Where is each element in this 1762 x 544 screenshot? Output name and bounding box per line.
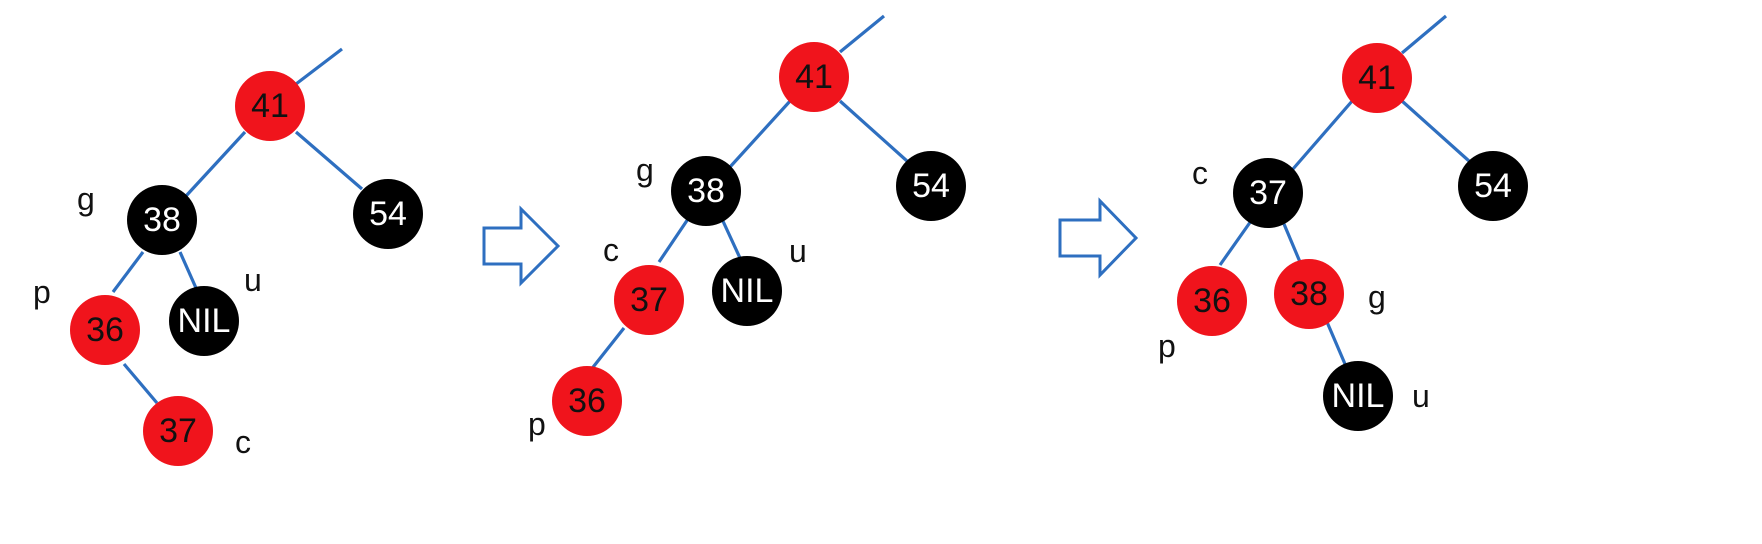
tree-2-node-36-label: 36: [568, 382, 606, 420]
tree-3-node-nil-circle: [1323, 361, 1393, 431]
tree-3-edge-41-54: [1400, 99, 1471, 163]
tree-1-node-36-label: 36: [86, 311, 124, 349]
tree-1-edge-38-36: [111, 251, 145, 293]
transition-arrow-1: [482, 205, 561, 287]
tree-3-node-54-circle: [1458, 151, 1528, 221]
tree-3-node-37: 37: [1233, 158, 1303, 228]
transition-arrow-2: [1058, 197, 1139, 279]
tree-2-edge-root-parent: [838, 14, 886, 54]
tree-1-node-38-circle: [127, 185, 197, 255]
tree-3-node-54-label: 54: [1474, 167, 1512, 205]
tree-2-edge-41-38: [728, 98, 793, 169]
tree-3-edge-38-nil: [1325, 321, 1347, 365]
tree-2-node-nil-circle: [712, 256, 782, 326]
tree-3-node-38: 38: [1274, 259, 1344, 329]
tree-1-edge-41-54: [294, 130, 364, 191]
tree-2-node-37-circle: [614, 265, 684, 335]
tree-3-edge-root-parent: [1400, 14, 1448, 55]
tree-2: 41 38 54 37 NIL 36 g c u p: [528, 14, 966, 442]
tree-3-node-41-label: 41: [1358, 59, 1396, 97]
tree-1-edge-root-parent: [295, 47, 343, 86]
tree-1-node-41-label: 41: [251, 87, 289, 125]
tree-3-tag-g: g: [1368, 279, 1386, 315]
tree-2-node-54-label: 54: [912, 167, 950, 205]
tree-3-edge-41-37: [1291, 98, 1355, 171]
tree-1-edge-41-38: [184, 130, 247, 198]
tree-2-node-37-label: 37: [630, 281, 668, 319]
tree-2-node-38-label: 38: [687, 172, 725, 210]
tree-3-node-38-circle: [1274, 259, 1344, 329]
tree-1-node-37-label: 37: [159, 412, 197, 450]
tree-3: 41 37 54 36 38 NIL c p g u: [1158, 14, 1528, 431]
tree-1-tag-p: p: [33, 274, 51, 310]
tree-3-node-nil: NIL: [1323, 361, 1393, 431]
tree-2-node-54: 54: [896, 151, 966, 221]
tree-3-node-54: 54: [1458, 151, 1528, 221]
tree-2-node-37: 37: [614, 265, 684, 335]
tree-3-node-nil-label: NIL: [1332, 377, 1385, 415]
tree-1-edge-38-nil: [178, 251, 198, 289]
tree-3-node-37-label: 37: [1249, 174, 1287, 212]
tree-2-node-41-circle: [779, 42, 849, 112]
tree-2-edge-38-nil: [720, 218, 742, 259]
tree-3-node-41-circle: [1342, 43, 1412, 113]
tree-1-edge-36-37: [122, 362, 159, 405]
tree-2-tag-u: u: [789, 233, 807, 269]
tree-1-node-nil: NIL: [169, 286, 239, 356]
tree-2-edge-41-54: [838, 99, 909, 163]
tree-1-tag-c: c: [235, 424, 251, 460]
tree-1-node-37: 37: [143, 396, 213, 466]
tree-1: 41 38 54 36 NIL 37 g p u c: [33, 47, 423, 466]
tree-1-node-54: 54: [353, 179, 423, 249]
tree-1-node-38-label: 38: [143, 201, 181, 239]
tree-2-node-38: 38: [671, 156, 741, 226]
tree-2-node-54-circle: [896, 151, 966, 221]
tree-3-node-37-circle: [1233, 158, 1303, 228]
tree-3-node-38-label: 38: [1290, 275, 1328, 313]
tree-1-tag-g: g: [77, 181, 95, 217]
tree-2-node-38-circle: [671, 156, 741, 226]
tree-2-node-nil: NIL: [712, 256, 782, 326]
tree-3-tag-c: c: [1192, 155, 1208, 191]
tree-3-node-36: 36: [1177, 266, 1247, 336]
tree-1-node-41-circle: [235, 71, 305, 141]
tree-3-node-41: 41: [1342, 43, 1412, 113]
tree-1-node-nil-label: NIL: [178, 302, 231, 340]
tree-1-node-nil-circle: [169, 286, 239, 356]
tree-3-edge-37-36: [1218, 220, 1253, 266]
tree-1-node-54-circle: [353, 179, 423, 249]
tree-1-node-36: 36: [70, 295, 140, 365]
tree-3-node-36-label: 36: [1193, 282, 1231, 320]
tree-1-node-38: 38: [127, 185, 197, 255]
tree-2-tag-p: p: [528, 406, 546, 442]
tree-2-edge-38-37: [657, 218, 690, 263]
tree-2-edge-37-36: [588, 327, 626, 372]
tree-1-node-36-circle: [70, 295, 140, 365]
tree-3-tag-p: p: [1158, 328, 1176, 364]
tree-1-node-41: 41: [235, 71, 305, 141]
tree-2-tag-g: g: [636, 152, 654, 188]
tree-2-node-36-circle: [552, 366, 622, 436]
tree-2-node-nil-label: NIL: [721, 272, 774, 310]
tree-3-edge-37-38: [1282, 223, 1302, 263]
tree-2-node-41: 41: [779, 42, 849, 112]
tree-2-node-36: 36: [552, 366, 622, 436]
tree-2-node-41-label: 41: [795, 58, 833, 96]
tree-1-node-37-circle: [143, 396, 213, 466]
tree-3-node-36-circle: [1177, 266, 1247, 336]
tree-1-node-54-label: 54: [369, 195, 407, 233]
tree-2-tag-c: c: [603, 232, 619, 268]
tree-1-tag-u: u: [244, 262, 262, 298]
tree-3-tag-u: u: [1412, 378, 1430, 414]
